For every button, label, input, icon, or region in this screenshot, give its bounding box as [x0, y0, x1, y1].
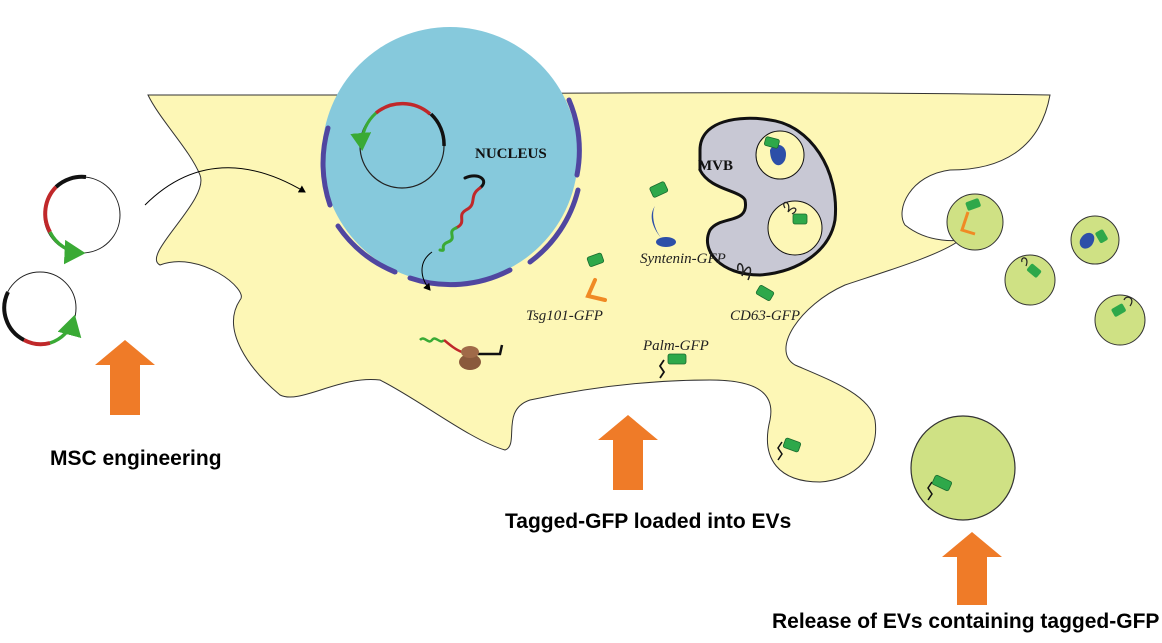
- nuclear-plasmid: [350, 101, 446, 189]
- released-evs: [946, 193, 1146, 346]
- msc-engineering-arrow: [95, 340, 155, 415]
- tagged-gfp-arrow: [598, 415, 658, 490]
- budding-palm-gfp: [777, 437, 802, 461]
- plasmid-2: [2, 271, 82, 347]
- ribosome-translation: [419, 337, 504, 370]
- plasmid-1: [43, 174, 121, 265]
- palm-gfp-label: Palm-GFP: [642, 338, 709, 354]
- cell-cytoplasm: [147, 92, 1051, 483]
- cd63-gfp-protein: [737, 263, 775, 301]
- release-evs-label: Release of EVs containing tagged-GFP: [772, 610, 1160, 633]
- tsg101-gfp-label: Tsg101-GFP: [526, 308, 603, 324]
- mrna-strand: [438, 174, 486, 252]
- release-evs-arrow: [942, 532, 1002, 605]
- mvb-label: MVB: [698, 158, 733, 174]
- tagged-gfp-loaded-label: Tagged-GFP loaded into EVs: [505, 510, 792, 533]
- transfection-arrow: [144, 167, 306, 206]
- nucleus: [322, 27, 578, 283]
- cd63-gfp-label: CD63-GFP: [730, 308, 800, 324]
- palm-gfp-protein: [658, 353, 687, 379]
- nucleus-label: NUCLEUS: [475, 146, 547, 162]
- ilv-cd63: [767, 200, 823, 256]
- tsg101-gfp-protein: [585, 252, 607, 302]
- nuclear-envelope: [320, 97, 582, 288]
- syntenin-gfp-protein: [649, 181, 676, 247]
- large-ev: [910, 415, 1016, 521]
- mrna-export-arrow: [421, 251, 433, 291]
- msc-engineering-label: MSC engineering: [50, 447, 222, 470]
- syntenin-gfp-label: Syntenin-GFP: [640, 251, 726, 267]
